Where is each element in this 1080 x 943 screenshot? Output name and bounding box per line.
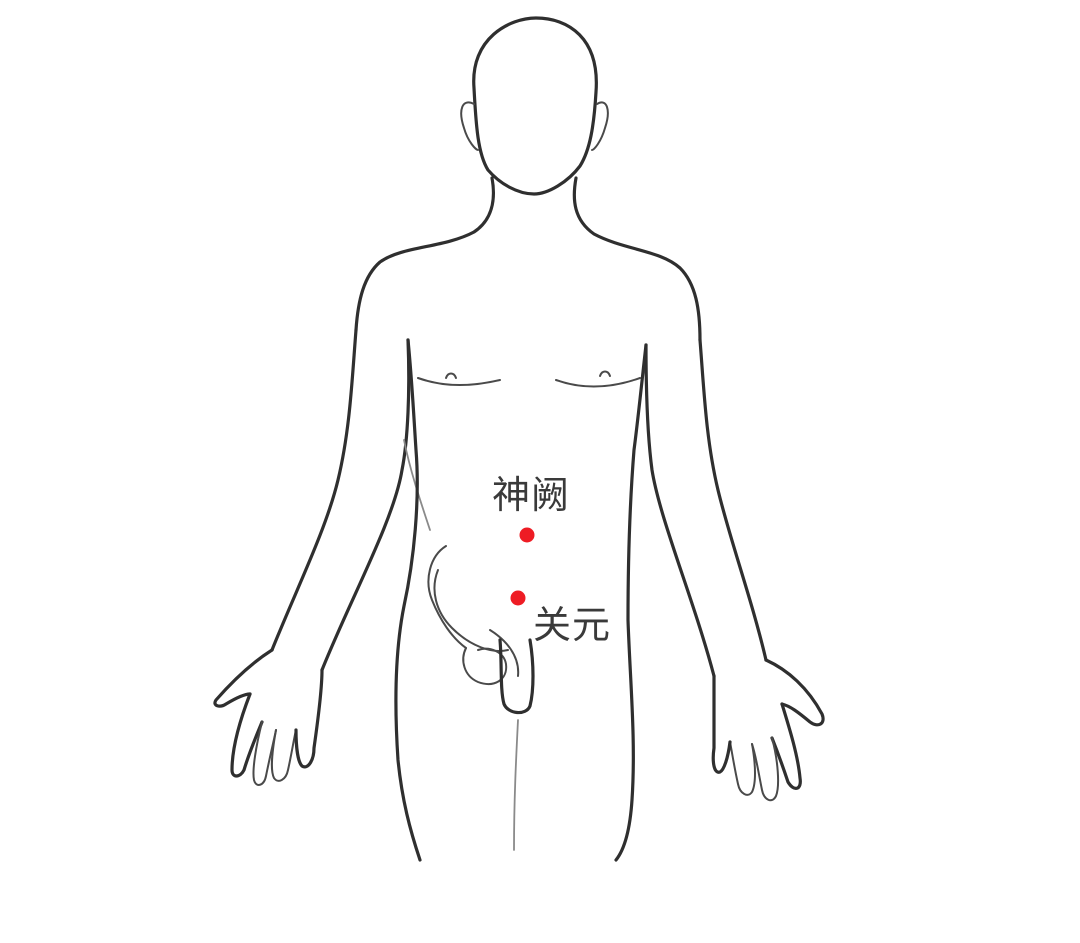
groin-legs (427, 545, 535, 851)
right-arm (644, 338, 825, 802)
shenque-label: 神阙 (492, 473, 571, 517)
torso (394, 338, 648, 862)
guanyuan-point (510, 590, 526, 606)
guanyuan-label: 关元 (533, 603, 612, 647)
shenque-point (519, 527, 535, 543)
left-arm (213, 328, 431, 786)
neck-shoulders (354, 176, 702, 342)
head (460, 16, 609, 196)
